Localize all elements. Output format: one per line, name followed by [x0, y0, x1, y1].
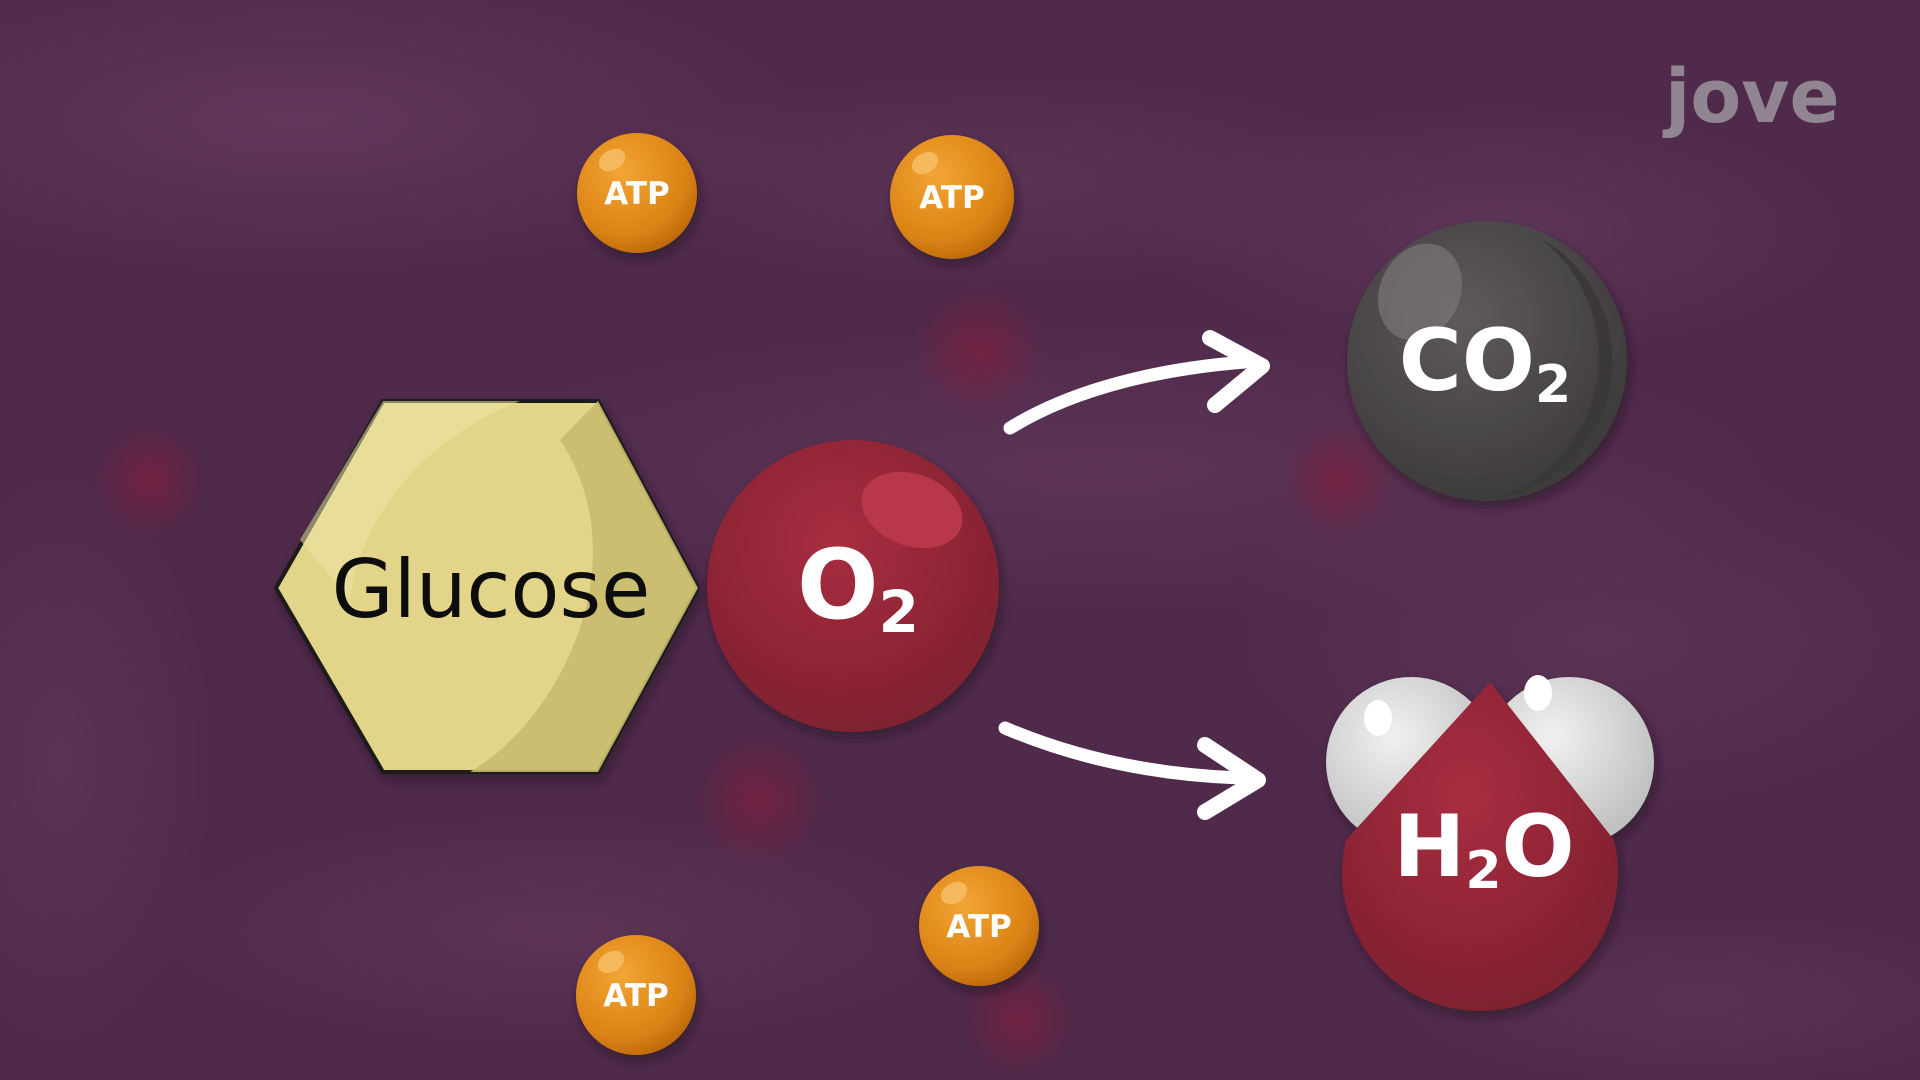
atp-label: ATP — [604, 176, 669, 212]
jove-logo-text: jove — [1662, 54, 1840, 140]
atp-molecule: ATP — [919, 866, 1039, 986]
arrow-to-co2 — [1003, 330, 1270, 435]
atp-molecule: ATP — [576, 935, 696, 1055]
atp-molecule: ATP — [890, 135, 1014, 259]
carbon-dioxide-molecule: CO2 — [1347, 221, 1627, 501]
arrow-to-h2o — [998, 721, 1266, 820]
water-formula: H2O — [1393, 797, 1574, 901]
oxygen-formula: O2 — [797, 529, 919, 646]
jove-logo: jove — [1662, 54, 1840, 140]
carbon-dioxide-formula: CO2 — [1399, 311, 1571, 415]
atp-molecule: ATP — [577, 133, 697, 253]
glucose-label: Glucose — [332, 543, 651, 636]
atp-label: ATP — [946, 909, 1011, 945]
glucose-molecule: Glucose — [273, 399, 701, 774]
atp-label: ATP — [919, 180, 984, 216]
water-molecule: H2O — [1326, 675, 1654, 1011]
oxygen-atom — [1342, 682, 1618, 1011]
oxygen-molecule: O2 — [707, 440, 999, 732]
atp-label: ATP — [603, 978, 668, 1014]
